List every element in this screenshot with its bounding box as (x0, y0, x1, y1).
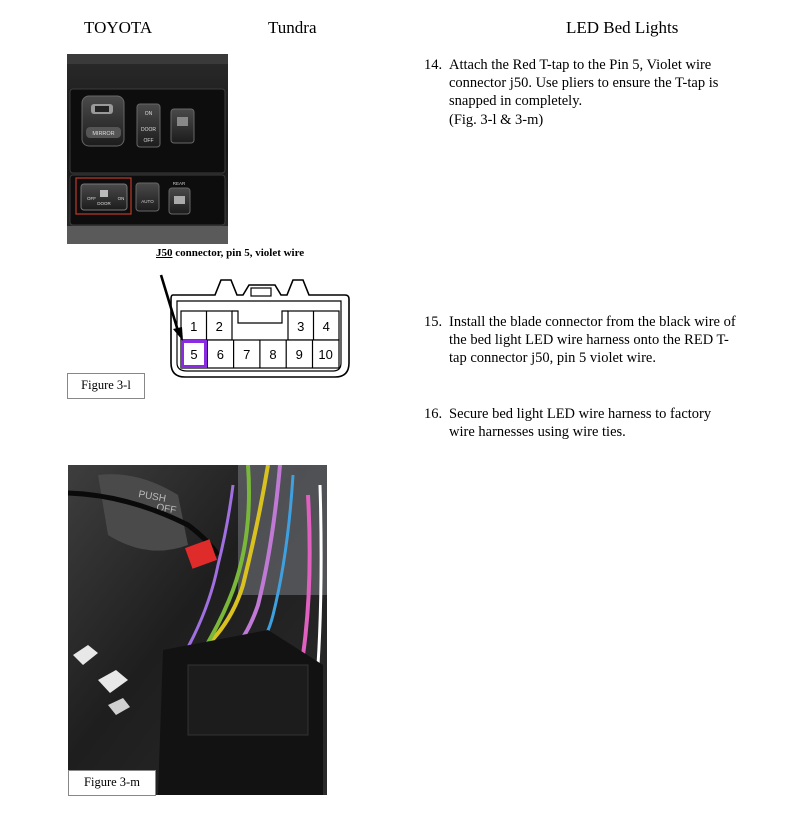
dash-switch-panel-photo: MIRROR ON DOOR OFF OFF DOOR ON AUTO REAR (67, 54, 228, 244)
header-title: LED Bed Lights (566, 18, 679, 37)
step-number: 15. (424, 314, 443, 330)
pin-label: 1 (190, 319, 197, 334)
connector-id: J50 (156, 247, 173, 259)
step-number: 16. (424, 406, 443, 422)
auto-label: AUTO (141, 199, 154, 204)
bed-light-icon (100, 190, 108, 197)
connector-diagram: J50 connector, pin 5, violet wire 1 2 3 … (153, 245, 368, 395)
bed-off-label: OFF (87, 196, 96, 201)
step-text: Attach the Red T-tap to the Pin 5, Viole… (449, 57, 719, 110)
pin-label: 2 (216, 319, 223, 334)
pin-label: 9 (296, 347, 303, 362)
pin-5-highlight (181, 340, 207, 368)
pin-label: 3 (297, 319, 304, 334)
pointer-arrow (159, 274, 180, 332)
dome-on-label: ON (145, 111, 153, 117)
header-model: Tundra (268, 18, 317, 37)
header-brand: TOYOTA (84, 18, 153, 37)
rear-label: REAR (173, 181, 186, 186)
step-15: 15. Install the blade connector from the… (424, 313, 739, 368)
bed-on-label: ON (118, 196, 125, 201)
pin-label: 4 (323, 319, 330, 334)
pin-label: 10 (318, 347, 332, 362)
figure-caption-3m: Figure 3-m (68, 770, 156, 796)
step-16: 16. Secure bed light LED wire harness to… (424, 405, 739, 441)
step-number: 14. (424, 57, 443, 73)
red-t-tap (185, 539, 217, 569)
pin-label: 8 (269, 347, 276, 362)
mirror-label: MIRROR (92, 131, 114, 137)
step-text: Secure bed light LED wire harness to fac… (449, 406, 712, 441)
pin-label: 7 (243, 347, 250, 362)
pin-label: 6 (217, 347, 224, 362)
connector-title: J50 connector, pin 5, violet wire (156, 247, 304, 259)
arrow-head-icon (173, 327, 183, 341)
dome-off-label: OFF (144, 138, 154, 144)
dome-door-label: DOOR (141, 127, 156, 133)
connector-title-text: connector, pin 5, violet wire (172, 247, 305, 259)
step-reference: (Fig. 3-l & 3-m) (449, 111, 544, 128)
figure-caption-3l: Figure 3-l (67, 373, 145, 399)
step-14: 14. Attach the Red T-tap to the Pin 5, V… (424, 56, 739, 129)
pin-label: 5 (190, 347, 197, 362)
bed-door-label: DOOR (97, 201, 111, 206)
push-label: PUSH (137, 489, 166, 505)
wiring-photo: PUSH OFF (68, 465, 327, 795)
step-text: Install the blade connector from the bla… (449, 314, 736, 367)
